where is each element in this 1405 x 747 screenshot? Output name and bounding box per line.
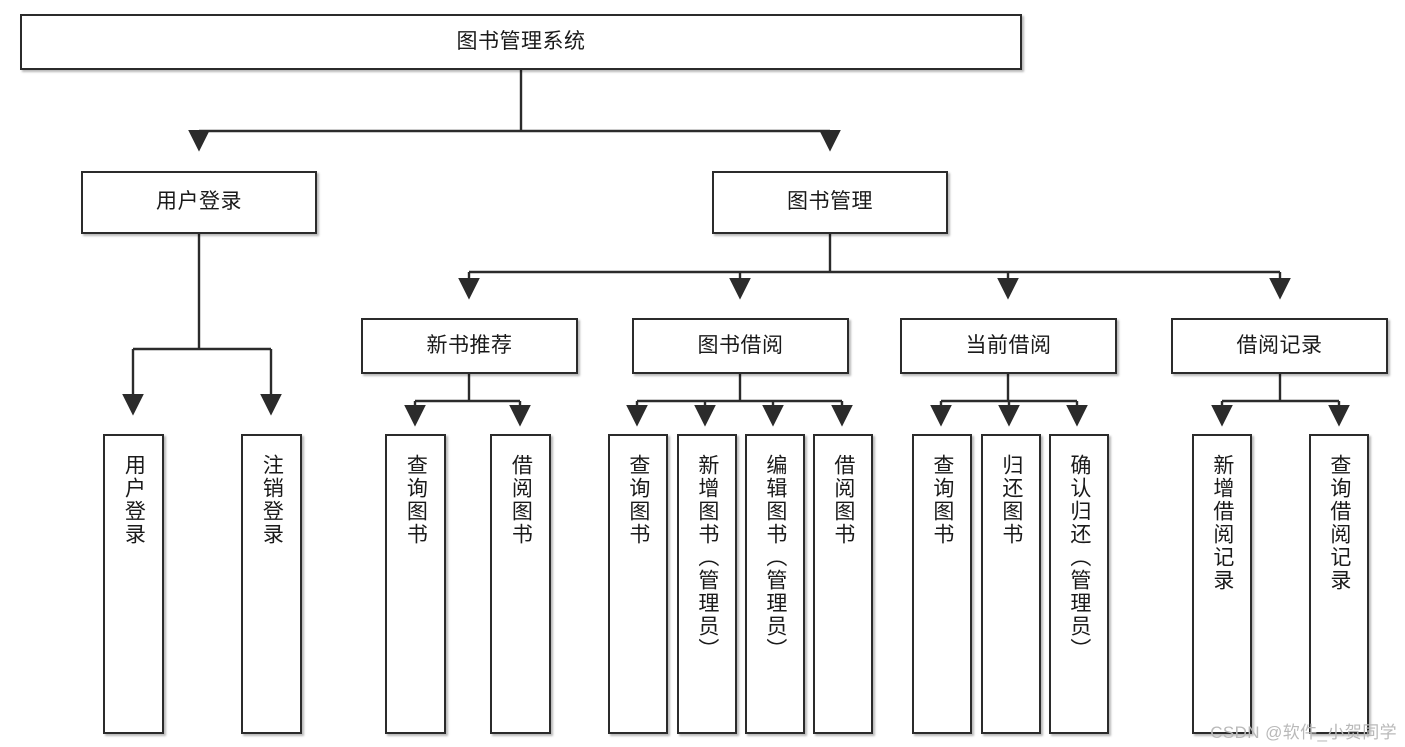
node-book-manage-label: 图书管理 [787,190,873,214]
leaf-query-book-3-label: 查询图书 [930,454,954,546]
leaf-query-borrow-record[interactable]: 查询借阅记录 [1309,434,1369,734]
node-current-borrow-label: 当前借阅 [965,333,1052,357]
leaf-query-book-1-label: 查询图书 [404,454,428,546]
leaf-query-borrow-record-label: 查询借阅记录 [1327,454,1351,592]
leaf-confirm-return-label: 确认归还（管理员） [1067,454,1091,661]
node-borrow-record[interactable]: 借阅记录 [1171,318,1388,374]
leaf-add-book-label: 新增图书（管理员） [695,454,719,661]
node-book-borrow-label: 图书借阅 [697,333,784,357]
node-borrow-record-label: 借阅记录 [1236,333,1323,357]
leaf-query-book-2[interactable]: 查询图书 [608,434,668,734]
leaf-return-book-label: 归还图书 [999,454,1023,546]
leaf-borrow-book-1-label: 借阅图书 [509,454,533,546]
leaf-query-book-3[interactable]: 查询图书 [912,434,972,734]
leaf-borrow-book-2[interactable]: 借阅图书 [813,434,873,734]
node-new-book-recommend-label: 新书推荐 [426,333,513,357]
node-user-login-label: 用户登录 [156,190,242,214]
node-new-book-recommend[interactable]: 新书推荐 [361,318,578,374]
leaf-query-book-2-label: 查询图书 [626,454,650,546]
leaf-user-login-label: 用户登录 [122,454,146,546]
leaf-logout-login[interactable]: 注销登录 [241,434,302,734]
leaf-user-login[interactable]: 用户登录 [103,434,164,734]
node-user-login[interactable]: 用户登录 [81,171,317,234]
leaf-edit-book-label: 编辑图书（管理员） [763,454,787,661]
leaf-edit-book[interactable]: 编辑图书（管理员） [745,434,805,734]
leaf-query-book-1[interactable]: 查询图书 [385,434,446,734]
leaf-add-book[interactable]: 新增图书（管理员） [677,434,737,734]
leaf-add-borrow-record-label: 新增借阅记录 [1210,454,1234,592]
leaf-add-borrow-record[interactable]: 新增借阅记录 [1192,434,1252,734]
leaf-logout-login-label: 注销登录 [260,454,284,546]
leaf-borrow-book-1[interactable]: 借阅图书 [490,434,551,734]
node-root[interactable]: 图书管理系统 [20,14,1022,70]
node-current-borrow[interactable]: 当前借阅 [900,318,1117,374]
leaf-confirm-return[interactable]: 确认归还（管理员） [1049,434,1109,734]
node-book-borrow[interactable]: 图书借阅 [632,318,849,374]
leaf-return-book[interactable]: 归还图书 [981,434,1041,734]
watermark: CSDN @软件_小贺同学 [1210,723,1397,742]
node-book-manage[interactable]: 图书管理 [712,171,948,234]
leaf-borrow-book-2-label: 借阅图书 [831,454,855,546]
node-root-label: 图书管理系统 [456,29,586,53]
